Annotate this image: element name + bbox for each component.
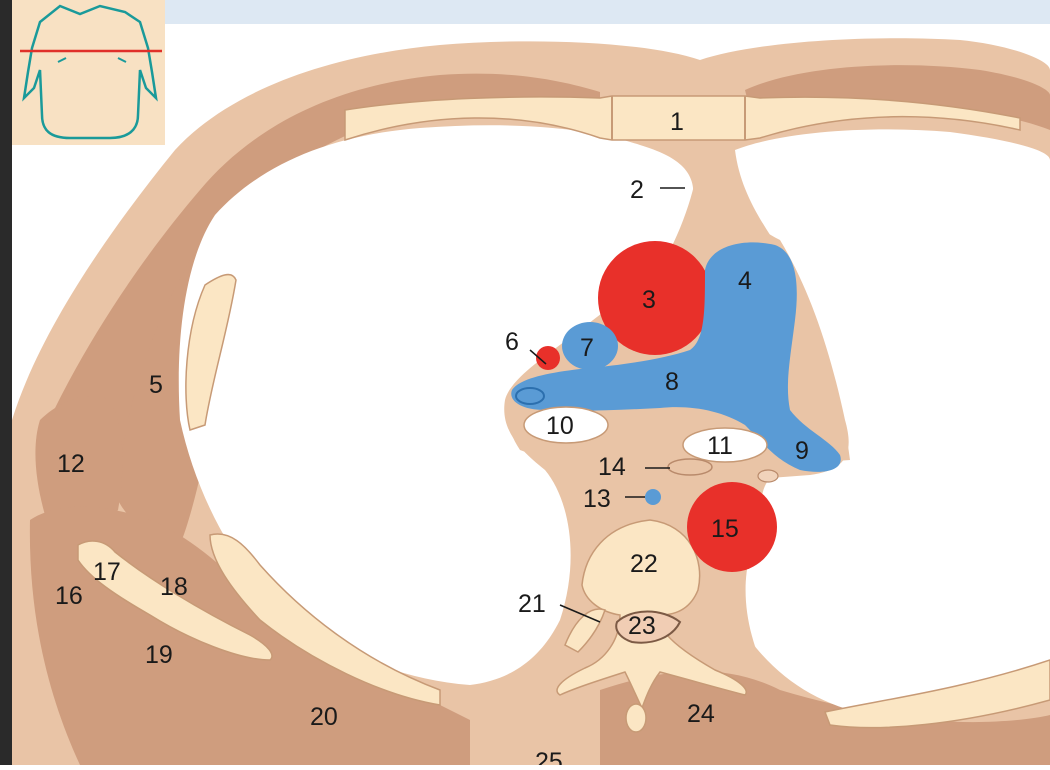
label-9: 9 xyxy=(795,437,809,465)
label-22: 22 xyxy=(630,550,658,578)
label-5: 5 xyxy=(149,371,163,399)
label-2: 2 xyxy=(630,176,644,204)
label-24: 24 xyxy=(687,700,715,728)
label-7: 7 xyxy=(580,334,594,362)
label-11: 11 xyxy=(707,432,733,460)
esophagus-14 xyxy=(668,459,712,475)
label-12: 12 xyxy=(57,450,85,478)
label-13: 13 xyxy=(583,485,611,513)
label-17: 17 xyxy=(93,558,121,586)
label-20: 20 xyxy=(310,703,338,731)
label-14: 14 xyxy=(598,453,626,481)
spinous-process xyxy=(626,704,646,732)
label-6: 6 xyxy=(505,328,519,356)
label-1: 1 xyxy=(670,108,684,136)
label-4: 4 xyxy=(738,267,752,295)
azygos-vein-13 xyxy=(645,489,661,505)
label-3: 3 xyxy=(642,286,656,314)
left-edge-strip xyxy=(0,0,12,765)
label-19: 19 xyxy=(145,641,173,669)
label-8: 8 xyxy=(665,368,679,396)
label-23: 23 xyxy=(628,612,656,640)
header-band xyxy=(165,0,1050,24)
label-18: 18 xyxy=(160,573,188,601)
label-15: 15 xyxy=(711,515,739,543)
torso-cross-section-plane-icon xyxy=(12,0,165,145)
label-16: 16 xyxy=(55,582,83,610)
thoracic-duct xyxy=(758,470,778,482)
label-25: 25 xyxy=(535,748,563,765)
label-21: 21 xyxy=(518,590,546,618)
label-10: 10 xyxy=(546,412,574,440)
